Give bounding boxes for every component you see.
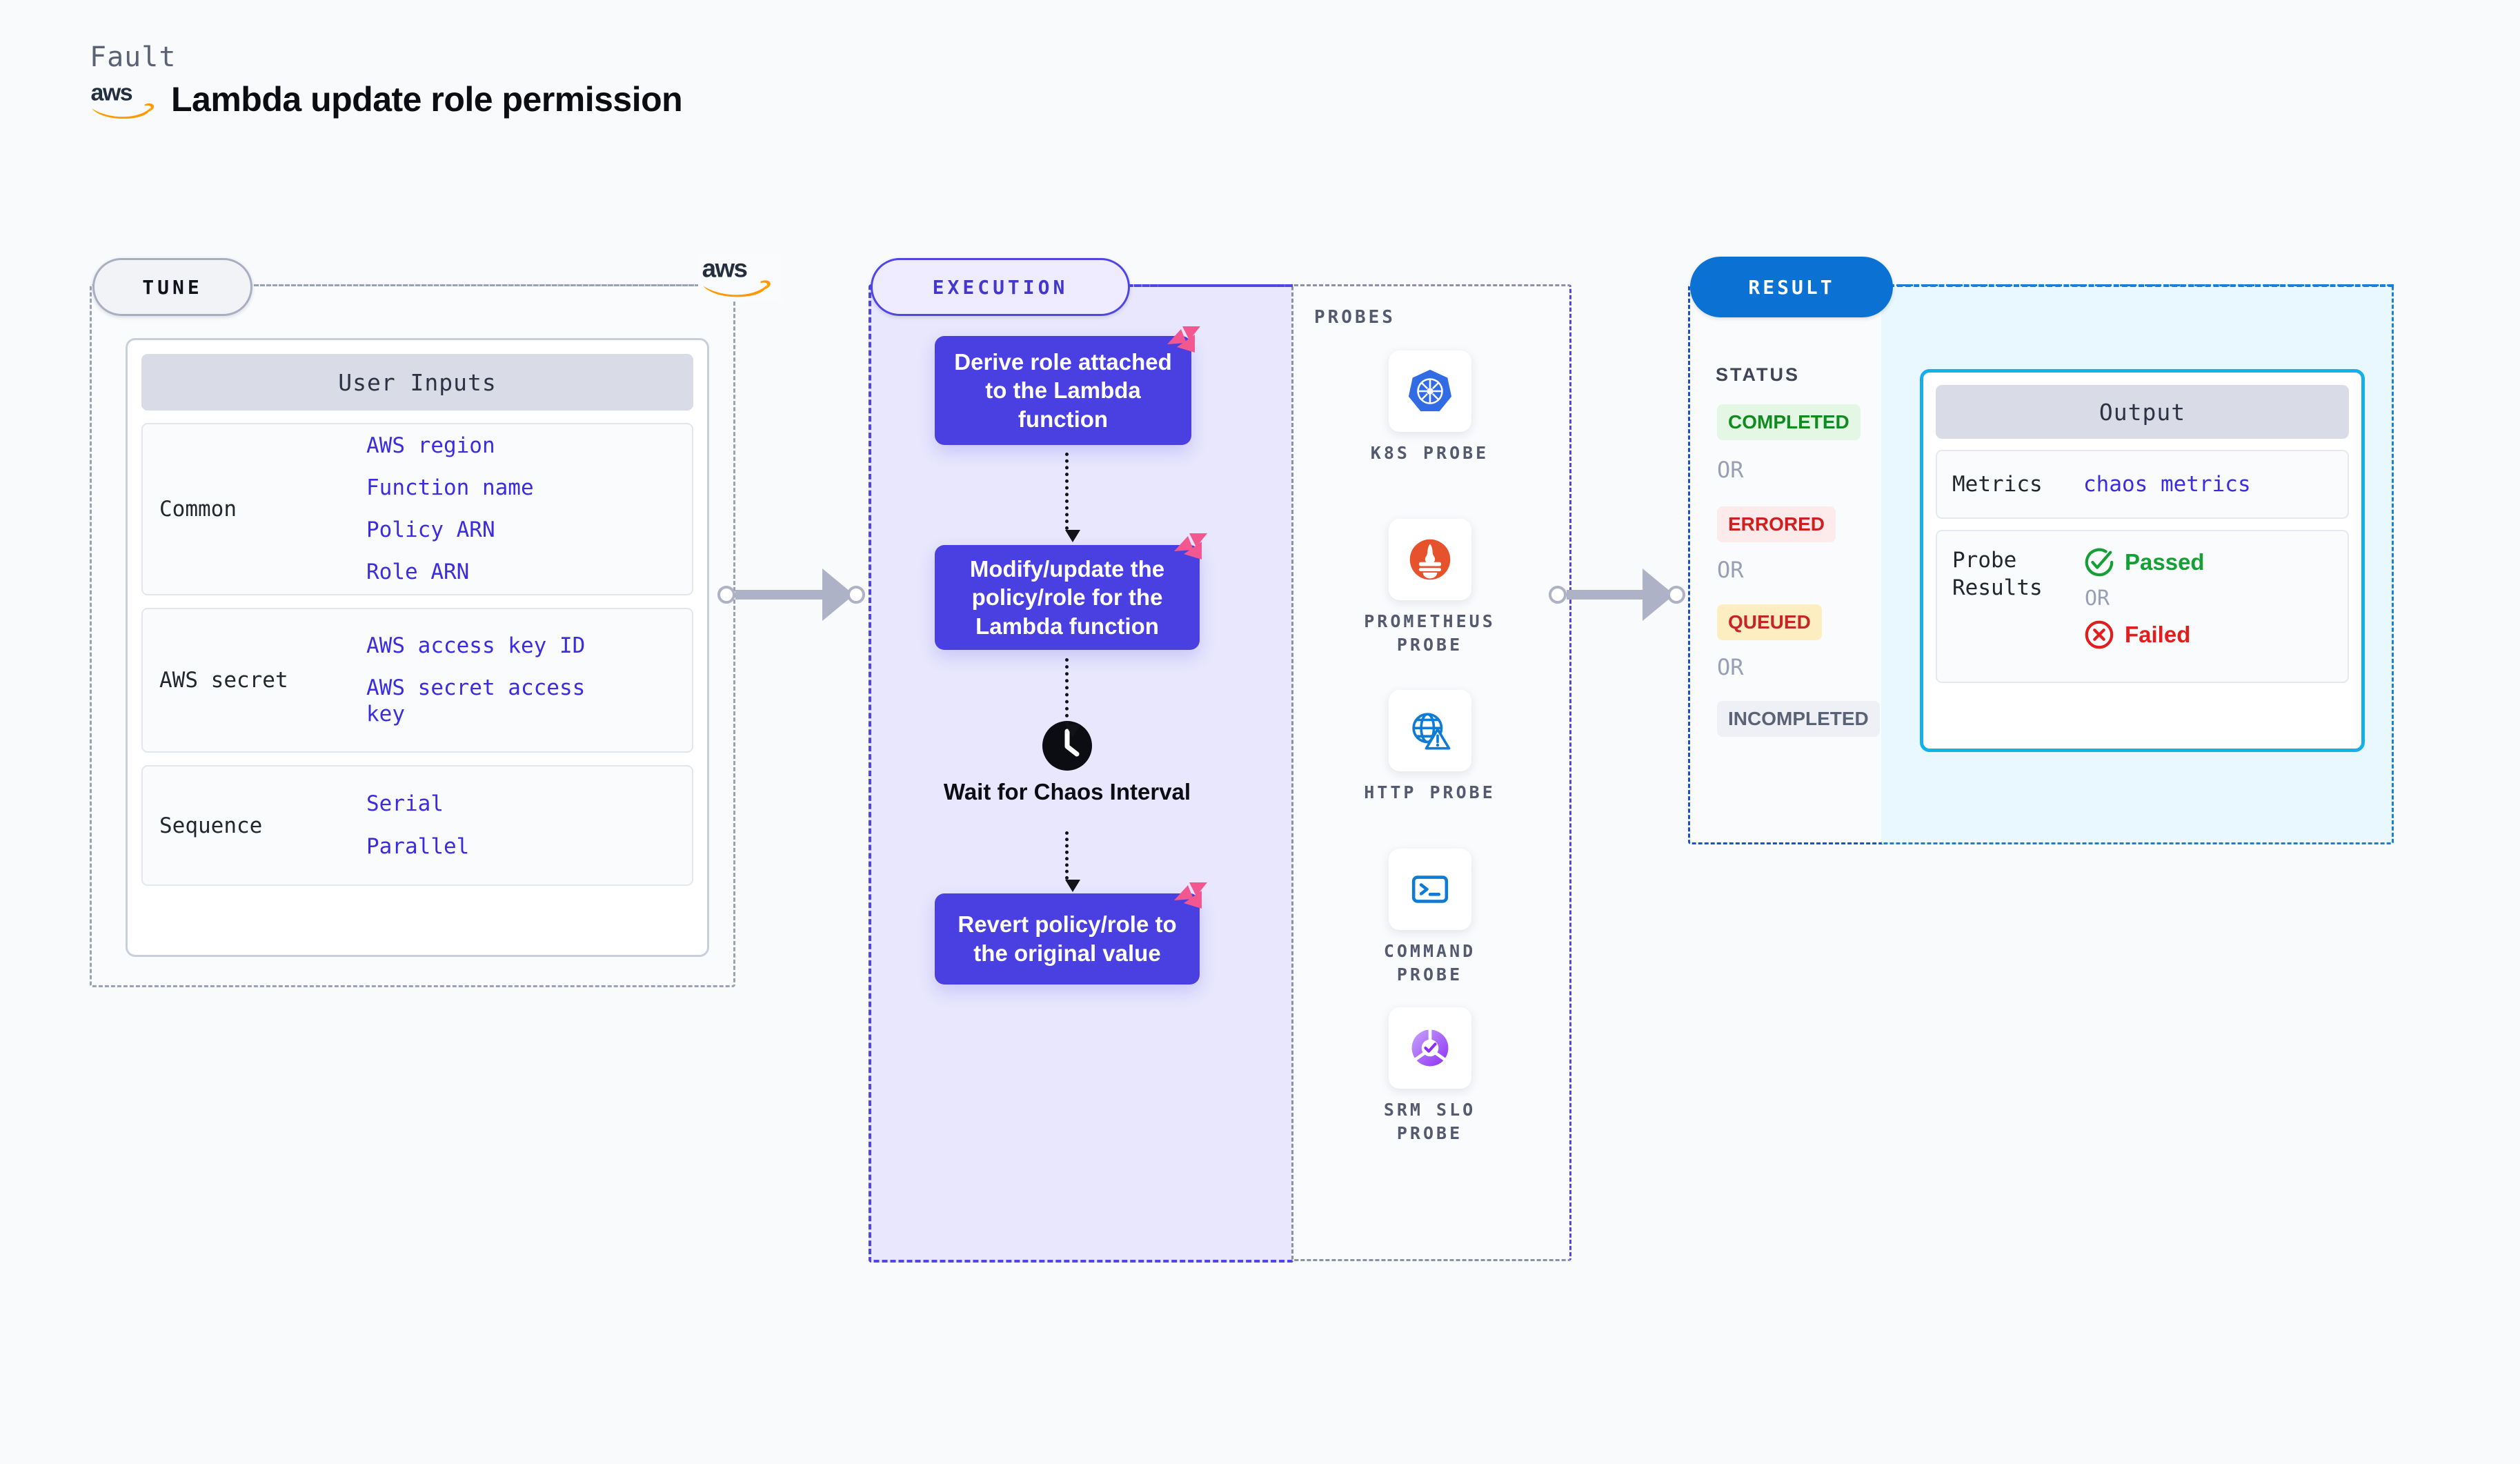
user-inputs-card: User Inputs Common AWS region Function n…: [126, 338, 709, 957]
connector-bar: [1567, 590, 1644, 600]
execution-step-3[interactable]: Revert policy/role to the original value: [935, 893, 1200, 985]
fault-kicker: Fault: [90, 41, 177, 73]
metrics-value[interactable]: chaos metrics: [2083, 472, 2251, 497]
execution-panel: [869, 284, 1294, 1263]
tune-section-label: Sequence: [159, 813, 263, 838]
litmus-logo-icon: [1173, 532, 1210, 565]
status-title: STATUS: [1716, 364, 1800, 385]
or-separator: OR: [1717, 557, 1744, 583]
tab-tune[interactable]: TUNE: [92, 258, 252, 316]
terminal-icon: [1388, 849, 1471, 930]
tune-value[interactable]: AWS access key ID: [366, 633, 586, 659]
output-probe-results-row: Probe Results Passed OR Failed: [1936, 530, 2349, 683]
tune-value[interactable]: Serial: [366, 791, 444, 817]
aws-logo-icon: aws: [90, 77, 156, 121]
tune-top-connector: [248, 284, 700, 286]
execution-step-1[interactable]: Derive role attached to the Lambda funct…: [935, 336, 1191, 445]
tune-section-label: Common: [159, 497, 237, 522]
probe-item-srm-slo[interactable]: SRM SLO PROBE: [1352, 1007, 1507, 1145]
probe-item-command[interactable]: COMMAND PROBE: [1352, 849, 1507, 987]
tab-execution[interactable]: EXECUTION: [871, 258, 1130, 316]
probe-label: COMMAND PROBE: [1383, 941, 1476, 985]
svg-text:aws: aws: [90, 79, 132, 106]
probe-result-failed: Failed: [2083, 619, 2205, 651]
execution-step-2[interactable]: Modify/update the policy/role for the La…: [935, 545, 1200, 650]
result-top-connector: [1889, 284, 2394, 287]
probe-item-prometheus[interactable]: PROMETHEUS PROBE: [1352, 519, 1507, 657]
flow-arrow-2: [1065, 658, 1080, 737]
probe-item-http[interactable]: HTTP PROBE: [1352, 690, 1507, 804]
metrics-label: Metrics: [1952, 471, 2043, 497]
probe-result-passed: Passed: [2083, 546, 2205, 578]
probes-panel: [1291, 284, 1571, 1261]
connector-arrow-tune-to-execution: [717, 568, 865, 621]
status-badge-queued: QUEUED: [1717, 604, 1822, 640]
result-status-panel: [1688, 284, 1885, 844]
connector-arrow-probes-to-result: [1549, 568, 1685, 621]
check-circle-icon: [2085, 548, 2114, 577]
or-separator: OR: [1717, 654, 1744, 680]
tune-value[interactable]: AWS region: [366, 433, 495, 458]
probe-label: SRM SLO PROBE: [1383, 1100, 1476, 1143]
status-badge-errored: ERRORED: [1717, 506, 1836, 542]
status-badge-incompleted: INCOMPLETED: [1717, 701, 1880, 737]
connector-endpoint-dot: [717, 586, 735, 604]
probes-title: PROBES: [1314, 307, 1396, 328]
tab-result[interactable]: RESULT: [1690, 257, 1893, 317]
probe-results-label: Probe Results: [1952, 548, 2043, 601]
page-title: Lambda update role permission: [171, 80, 683, 119]
svg-text:aws: aws: [702, 255, 747, 283]
connector-bar: [735, 590, 824, 600]
litmus-logo-icon: [1166, 325, 1203, 358]
probe-item-k8s[interactable]: K8S PROBE: [1352, 350, 1507, 465]
output-title: Output: [1936, 385, 2349, 439]
output-metrics-row: Metrics chaos metrics: [1936, 450, 2349, 519]
x-circle-icon: [2085, 620, 2114, 649]
page-header: Fault aws Lambda update role permission: [90, 41, 683, 121]
tune-value[interactable]: Parallel: [366, 833, 470, 859]
wait-label: Wait for Chaos Interval: [943, 779, 1191, 804]
tune-section-aws-secret: AWS secret AWS access key ID AWS secret …: [141, 608, 693, 753]
litmus-logo-icon: [1173, 881, 1210, 914]
kubernetes-icon: [1388, 350, 1471, 432]
connector-endpoint-dot: [1549, 586, 1567, 604]
aws-logo-icon-tune: aws: [698, 254, 780, 301]
flow-arrow-1: [1065, 453, 1080, 542]
tune-value[interactable]: Function name: [366, 475, 534, 500]
probe-label: HTTP PROBE: [1364, 782, 1496, 802]
failed-label: Failed: [2125, 622, 2191, 647]
probe-label: K8S PROBE: [1370, 443, 1489, 463]
or-separator: OR: [2085, 586, 2110, 611]
tune-value[interactable]: Role ARN: [366, 560, 470, 585]
srm-slo-icon: [1388, 1007, 1471, 1089]
tune-value[interactable]: Policy ARN: [366, 517, 495, 542]
user-inputs-title: User Inputs: [141, 354, 693, 410]
output-card: Output Metrics chaos metrics Probe Resul…: [1920, 369, 2365, 752]
globe-warning-icon: [1388, 690, 1471, 771]
tune-section-sequence: Sequence Serial Parallel: [141, 765, 693, 886]
or-separator: OR: [1717, 457, 1744, 483]
passed-label: Passed: [2125, 549, 2205, 575]
prometheus-icon: [1388, 519, 1471, 600]
status-badge-completed: COMPLETED: [1717, 404, 1861, 440]
tune-section-common: Common AWS region Function name Policy A…: [141, 423, 693, 595]
tune-section-label: AWS secret: [159, 668, 288, 693]
connector-endpoint-dot: [847, 586, 865, 604]
flow-arrow-3: [1065, 831, 1080, 892]
execution-top-connector: [1126, 284, 1293, 287]
tune-value[interactable]: AWS secret access key: [366, 675, 586, 726]
connector-endpoint-dot: [1667, 586, 1685, 604]
probe-label: PROMETHEUS PROBE: [1364, 611, 1496, 655]
